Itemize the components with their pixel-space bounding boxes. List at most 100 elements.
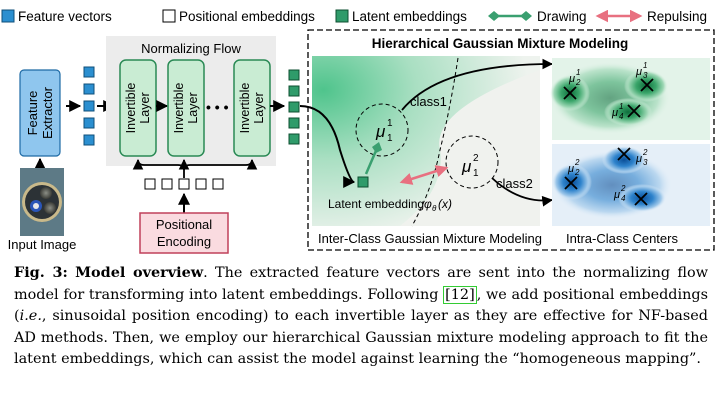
legend: Feature vectors Positional embeddings La… [1,9,707,24]
feature-vectors-column [83,66,95,146]
latent-embedding-label: Latent embedding [328,197,424,211]
latent-embedding [288,133,300,145]
mu-sup: 1 [619,102,623,111]
input-image-label: Input Image [8,237,77,252]
latent-embedding [288,117,300,129]
mu-sup: 1 [643,61,647,70]
feature-vector [83,117,95,129]
center-x-mark [564,176,578,190]
caption-text-3: , sinusoidal position encoding) to each … [14,308,708,367]
class2-mu-sub: 1 [473,168,479,179]
legend-positional-swatch [162,9,176,23]
inter-class-label: Inter-Class Gaussian Mixture Modeling [318,231,542,246]
mu-sub: 2 [574,168,580,177]
mu-sup: 2 [642,148,648,157]
positional-encoding-line1: Positional [156,217,212,232]
green-center-marks [563,78,654,118]
class1-label: class1 [410,94,447,109]
feature-vector [83,66,95,78]
mu-sub: 3 [643,158,648,167]
phi-argument: (x) [438,197,452,211]
feature-vector [83,83,95,95]
legend-repulsing-label: Repulsing [647,9,707,24]
class2-mu-sup: 2 [473,153,479,164]
legend-feature-swatch [1,9,15,23]
positional-encoding-line2: Encoding [157,234,211,249]
positional-embedding [178,178,190,190]
class2-center-circle [445,135,499,189]
feature-extractor-line2: Extractor [40,86,55,139]
class1-mu: μ [375,122,386,141]
invertible-layer-2: Invertible Layer [167,59,205,157]
drawing-arrow [364,142,382,175]
class1-center-circle [355,103,409,157]
legend-latent-label: Latent embeddings [352,9,467,24]
legend-feature-label: Feature vectors [18,9,112,24]
feature-vector [83,100,95,112]
center-x-mark [627,104,641,118]
figure-caption: Fig. 3: Model overview. The extracted fe… [14,262,708,371]
intra-class-label: Intra-Class Centers [566,231,678,246]
class2-label: class2 [496,176,533,191]
svg-text:μ: μ [635,153,642,165]
svg-text:μ: μ [568,73,575,85]
positional-fanout-arrows [132,158,258,178]
class1-mu-sup: 1 [387,118,393,129]
layer-1-line2: Layer [138,92,152,123]
normalizing-flow-title: Normalizing Flow [141,41,241,56]
legend-drawing-label: Drawing [537,9,587,24]
mu-sub: 2 [575,78,581,87]
phi-subscript: θ [432,204,437,213]
citation-link[interactable]: [12] [443,285,477,304]
mu-sup: 1 [576,68,580,77]
green-center-labels: μ 1 2 μ 1 3 μ 1 4 [568,61,648,121]
model-overview-figure: Feature vectors Positional embeddings La… [1,9,715,254]
feature-extractor: Feature Extractor [19,69,61,157]
class1-region [312,56,540,226]
center-x-mark [640,78,654,92]
caption-ie: i.e. [19,308,42,324]
layer-1-line1: Invertible [124,83,138,134]
center-x-mark [563,86,577,100]
layer-2-line2: Layer [186,92,200,123]
legend-positional-label: Positional embeddings [179,9,315,24]
blue-center-marks [564,147,648,206]
blue-density-blob [602,146,646,174]
feature-vector [83,134,95,146]
positional-encoding-box: Positional Encoding [139,212,229,254]
phi-symbol: φ [424,197,432,211]
class2-mu: μ [461,157,472,176]
center-x-mark [617,147,631,161]
mu-sup: 2 [574,158,580,167]
positional-embeddings-row [144,178,224,190]
layer-3-line2: Layer [252,92,266,123]
positional-embedding [195,178,207,190]
latent-embeddings-column [288,69,300,145]
positional-embedding [144,178,156,190]
blue-center-labels: μ 2 2 μ 2 3 μ 2 4 [567,148,648,203]
svg-text:μ: μ [567,163,574,175]
center-x-mark [634,192,648,206]
svg-text:μ: μ [635,66,642,78]
mu-sup: 2 [620,184,626,193]
feature-extractor-line1: Feature [25,91,40,136]
svg-text:μ: μ [611,107,618,119]
svg-text:μ: μ [613,189,620,201]
latent-embedding [288,69,300,81]
legend-drawing-icon [488,11,532,21]
layer-2-line1: Invertible [172,83,186,134]
invertible-layer-1: Invertible Layer [119,59,157,157]
class1-arrow [401,58,554,111]
layer-3-line1: Invertible [238,83,252,134]
positional-embedding [212,178,224,190]
flow-ellipsis: • • • [206,99,229,115]
mu-sub: 4 [621,194,626,203]
mu-sub: 3 [643,71,648,80]
class-boundary [411,57,459,227]
figure-canvas: Feature vectors Positional embeddings La… [1,9,715,254]
caption-text-2: , we add positional embeddings ( [14,286,708,325]
repulsing-arrow [399,165,449,185]
latent-embedding [288,101,300,113]
caption-label: Fig. 3: [14,264,68,281]
class1-mu-sub: 1 [387,133,393,144]
